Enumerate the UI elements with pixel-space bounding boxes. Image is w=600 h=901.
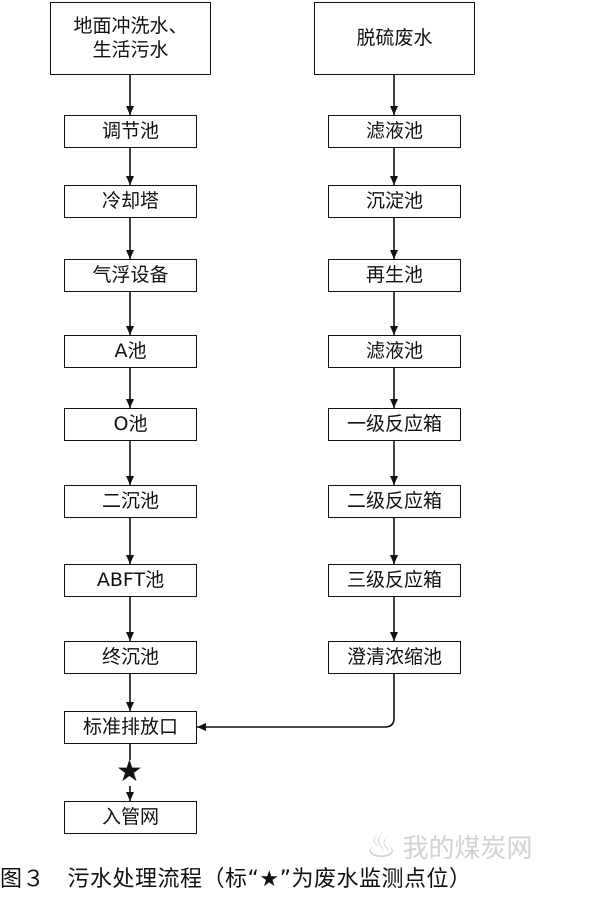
process-box: 滤液池 [328,335,461,368]
figure-caption: 图３ 污水处理流程（标“★”为废水监测点位） [0,867,472,892]
process-box: 再生池 [328,259,461,292]
process-box: 滤液池 [328,115,461,148]
left-source-box: 地面冲洗水、 生活污水 [50,2,211,75]
monitoring-point-star-icon: ★ [116,754,143,789]
flow-arrow [197,674,395,731]
final-destination-box: 入管网 [64,801,197,834]
process-box: 二级反应箱 [328,485,461,518]
process-box: 终沉池 [64,641,197,674]
process-box: O池 [64,408,197,441]
process-box: 三级反应箱 [328,564,461,597]
process-box: 气浮设备 [64,259,197,292]
process-box: 冷却塔 [64,185,197,218]
process-box: ABFT池 [64,564,197,597]
process-box: 调节池 [64,115,197,148]
outlet-box: 标准排放口 [64,711,197,744]
process-box: A池 [64,335,197,368]
process-box: 二沉池 [64,485,197,518]
process-box: 沉淀池 [328,185,461,218]
process-box: 一级反应箱 [328,408,461,441]
right-source-box: 脱硫废水 [314,2,475,75]
process-box: 澄清浓缩池 [328,641,461,674]
